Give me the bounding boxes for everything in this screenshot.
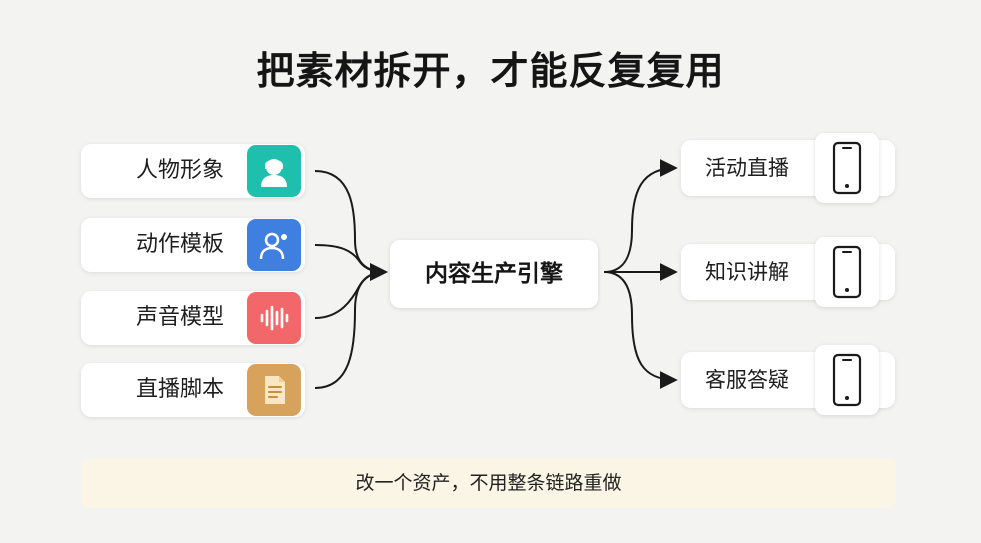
connector-output-3 [603, 271, 678, 389]
footer-banner: 改一个资产，不用整条链路重做 [81, 458, 896, 508]
content-engine-box: 内容生产引擎 [390, 240, 598, 308]
input-card-motion: 动作模板 [81, 218, 305, 272]
user-gesture-icon [247, 219, 301, 271]
output-card-service: 客服答疑 [681, 345, 895, 415]
connector-input-4 [314, 263, 388, 389]
connector-input-1 [314, 170, 388, 281]
sound-wave-icon [247, 292, 301, 344]
input-label: 直播脚本 [136, 377, 225, 402]
input-card-script: 直播脚本 [81, 363, 305, 417]
output-label: 活动直播 [705, 156, 789, 180]
output-card-live: 活动直播 [681, 133, 895, 203]
input-label: 动作模板 [136, 232, 225, 257]
output-card-knowledge: 知识讲解 [681, 237, 895, 307]
output-label: 客服答疑 [705, 368, 789, 392]
connector-input-2 [314, 244, 388, 281]
smartphone-icon [815, 133, 879, 203]
person-avatar-icon [247, 145, 301, 197]
input-card-character: 人物形象 [81, 144, 305, 198]
diagram-title: 把素材拆开，才能反复复用 [256, 49, 725, 93]
connector-output-1 [603, 159, 678, 273]
input-label: 声音模型 [136, 305, 225, 330]
output-label: 知识讲解 [705, 260, 789, 284]
smartphone-icon [815, 345, 879, 415]
input-label: 人物形象 [136, 158, 225, 183]
document-icon [247, 364, 301, 416]
smartphone-icon [815, 237, 879, 307]
input-card-voice: 声音模型 [81, 291, 305, 345]
connector-input-3 [314, 263, 388, 319]
